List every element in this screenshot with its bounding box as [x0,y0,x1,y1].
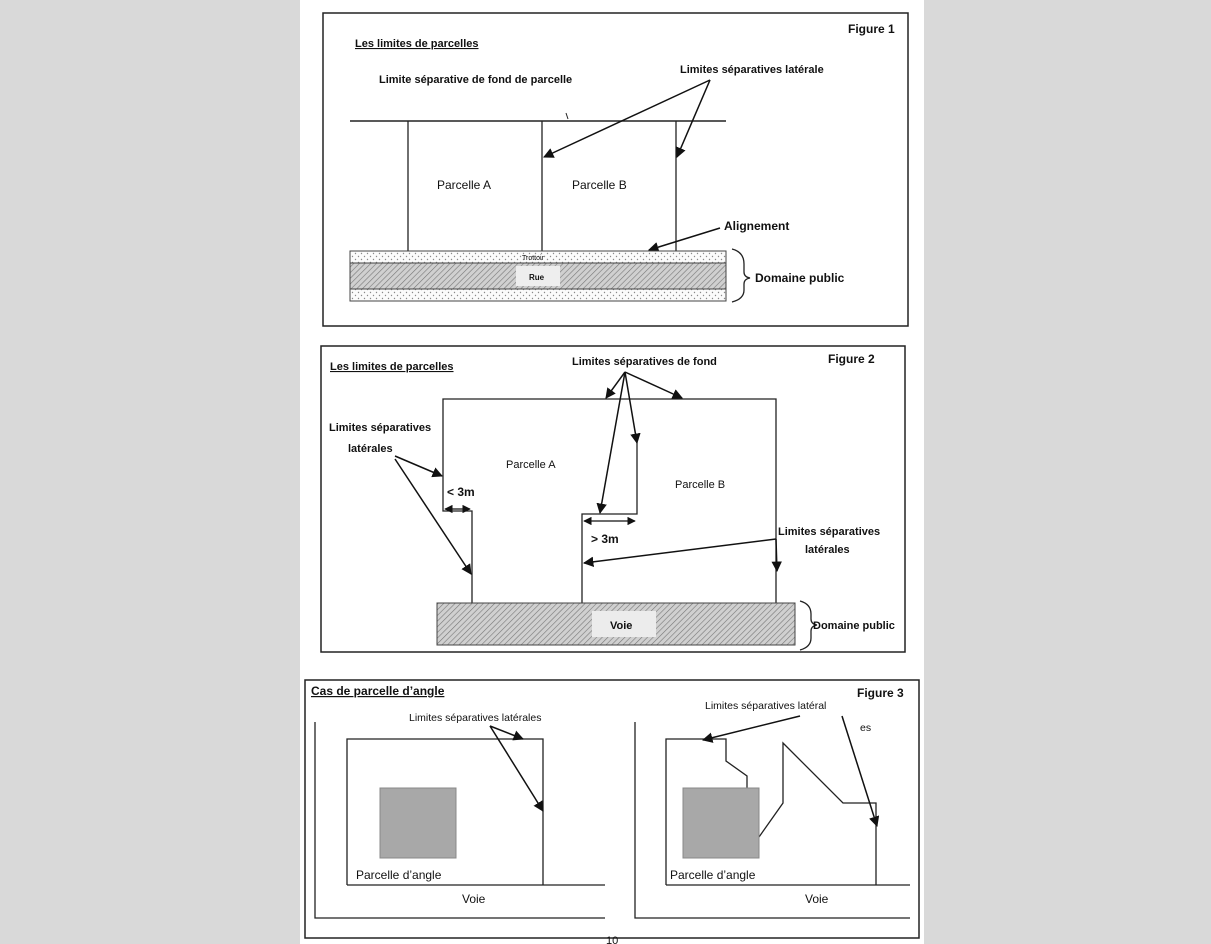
left-laterales-arrow-2 [489,725,544,812]
fond-parcelle-label: Limite séparative de fond de parcelle [379,74,572,86]
dist-less-label: < 3m [447,485,475,499]
figure-3-heading: Cas de parcelle d’angle [311,684,445,698]
right-laterales-arrow-1 [701,715,801,743]
voie-label-bg [592,611,656,637]
left-laterales-arrow-1 [489,725,524,741]
right-laterales-arrow-2 [841,715,880,828]
figures-canvas: Figure 1 Les limites de parcelles Limite… [304,12,920,944]
fond-arrow-3 [624,371,641,445]
left-corner-axes [314,722,605,919]
figure-1-heading: Les limites de parcelles [355,38,479,50]
fond-pointer [565,112,569,120]
domaine-public-brace-2 [799,600,818,651]
fond-label: Limites séparatives de fond [572,356,717,368]
dist-more-label: > 3m [591,532,619,546]
fond-arrow-4 [596,371,626,515]
left-voie-label: Voie [462,892,486,906]
domaine-public-label-2: Domaine public [813,620,895,632]
laterale-arrow-2 [675,79,711,158]
parcel-a-label-2: Parcelle A [506,459,556,471]
laterales-right-label-1: Limites séparatives [778,526,880,538]
rue-label: Rue [529,273,545,282]
figure-2-label: Figure 2 [828,352,875,366]
right-voie-label: Voie [805,892,829,906]
rue-label-bg [516,266,560,286]
laterale-arrow-1 [543,79,711,158]
right-laterales-label: Limites séparatives latéral [705,700,826,712]
right-laterales-label-cont: es [860,722,871,734]
alignement-label: Alignement [724,219,789,233]
laterales-left-arrow-2 [394,458,472,575]
laterales-right-arrow-1 [582,538,777,568]
trottoir-strip-2 [349,288,727,302]
right-building [682,787,760,859]
parcel-b-label: Parcelle B [572,178,627,192]
left-building [379,787,457,859]
document-page: Figure 1 Les limites de parcelles Limite… [300,0,924,944]
parcel-divider [581,443,638,603]
parcel-b-label-2: Parcelle B [675,479,725,491]
alignement-arrow [647,227,721,253]
figure-3-label: Figure 3 [857,686,904,700]
figure-2-heading: Les limites de parcelles [330,361,454,373]
laterales-left-arrow-1 [394,455,443,478]
right-parcel-label: Parcelle d’angle [670,868,756,882]
page-number: 10 [606,935,618,944]
figure-3: Figure 3 Cas de parcelle d’angle Parcell… [304,679,920,939]
laterale-label: Limites séparatives latérale [680,64,824,76]
left-parcel-outline [346,738,544,885]
trottoir-label: Trottoir [522,255,545,262]
right-corner-axes [634,722,910,919]
fond-arrow-2 [624,371,683,399]
laterales-right-label-2: latérales [805,544,850,556]
left-laterales-label: Limites séparatives latérales [409,712,541,724]
laterales-right-arrow-2 [771,538,782,573]
parcel-a-label: Parcelle A [437,178,491,192]
parcels-outline [442,398,777,603]
laterales-left-label-1: Limites séparatives [329,422,431,434]
voie-label: Voie [610,620,632,632]
laterales-left-label-2: latérales [348,443,393,455]
figure-1-label: Figure 1 [848,22,895,36]
figure-2: Figure 2 Les limites de parcelles Limite… [320,345,906,653]
fond-arrow-1 [605,371,626,399]
domaine-public-brace [731,248,751,303]
domaine-public-label: Domaine public [755,271,845,285]
figure-1: Figure 1 Les limites de parcelles Limite… [322,12,909,327]
left-parcel-label: Parcelle d’angle [356,868,442,882]
